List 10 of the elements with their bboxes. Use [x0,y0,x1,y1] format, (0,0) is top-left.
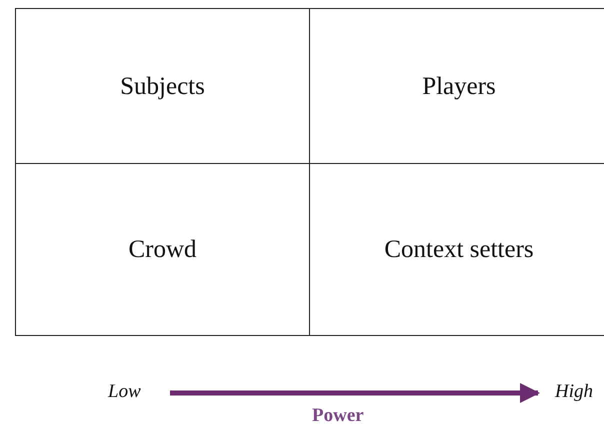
quadrant-label: Subjects [120,72,205,100]
matrix-cell [309,163,604,336]
axis-title: Power [312,405,364,427]
matrix-cell [15,163,310,336]
matrix-cell [15,8,310,165]
axis-label: Low [108,381,141,403]
axis-label: High [555,381,593,403]
quadrant-label: Context setters [384,236,534,264]
quadrant-label: Players [422,72,496,100]
quadrant-label: Crowd [128,236,197,264]
